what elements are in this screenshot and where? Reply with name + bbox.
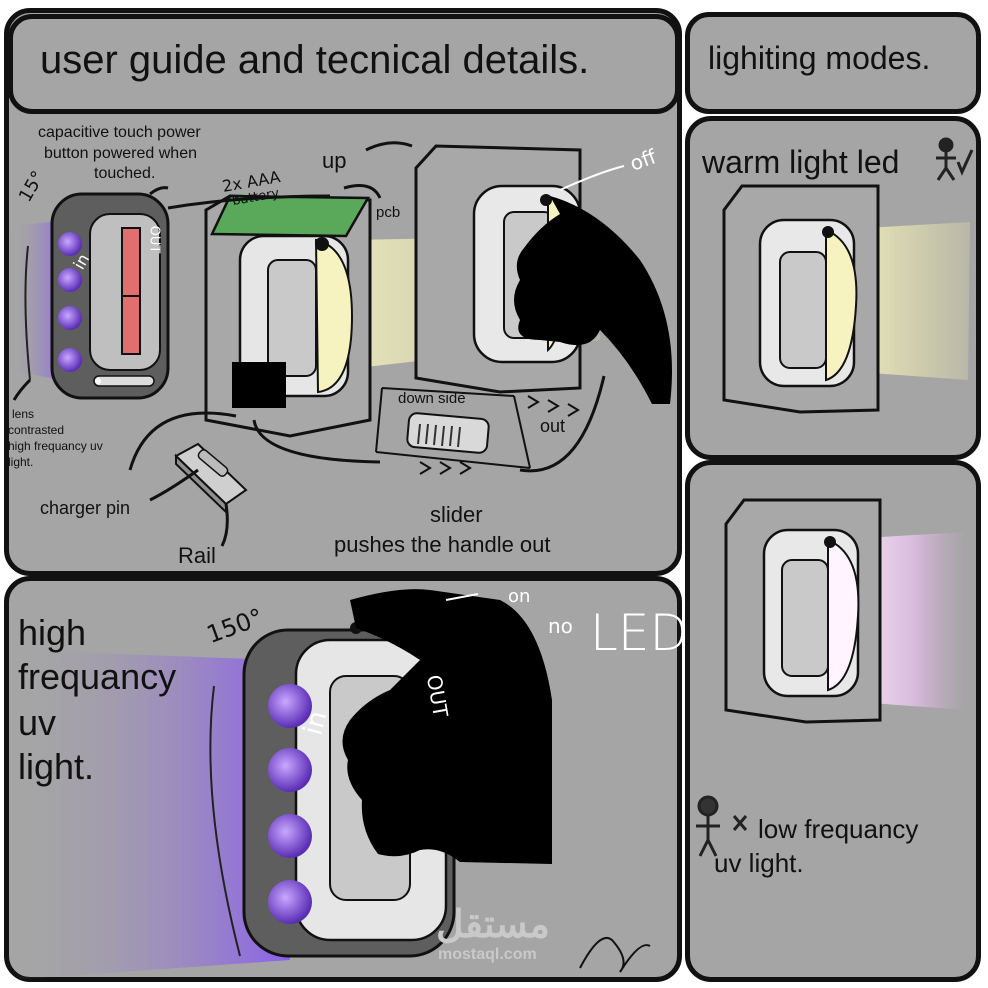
capacitive-label-1: capacitive touch power xyxy=(38,124,201,141)
warm-device xyxy=(722,184,970,414)
on-label: on xyxy=(508,586,531,607)
low-uv-label-2: uv light. xyxy=(714,848,804,878)
led-2 xyxy=(58,268,82,292)
slider-label: slider xyxy=(430,502,483,527)
watermark-latin: mostaql.com xyxy=(438,946,537,963)
slider-module xyxy=(375,387,580,475)
uv-title-4: light. xyxy=(18,746,95,787)
capacitive-label-2: button powered when xyxy=(44,145,197,162)
slider-desc-label: pushes the handle out xyxy=(334,532,551,557)
lens-label-1: lens xyxy=(12,407,35,421)
charger-rail xyxy=(174,442,248,515)
hand-silhouette-top xyxy=(514,196,672,404)
arrows-main xyxy=(128,141,606,547)
uv-device-small xyxy=(10,192,170,401)
main-title-box xyxy=(8,14,680,114)
led-large-1 xyxy=(268,684,312,728)
uv-device-large xyxy=(10,589,552,980)
uv-title-3: uv xyxy=(18,702,57,743)
led-label: LED xyxy=(590,604,688,662)
lens-label-3: high frequancy uv xyxy=(8,439,103,453)
modes-title: lighiting modes. xyxy=(708,40,931,76)
modes-title-box xyxy=(685,12,981,114)
no-label: no xyxy=(548,614,573,638)
watermark-arabic: مستقل xyxy=(436,904,550,946)
out-small-label: OUT xyxy=(146,225,162,254)
up-label: up xyxy=(322,148,347,173)
stick-figure-cross xyxy=(696,795,748,857)
led-3 xyxy=(58,306,82,330)
led-large-4 xyxy=(268,880,312,924)
page-title: user guide and tecnical details. xyxy=(40,38,590,82)
warm-mode-label: warm light led xyxy=(702,144,900,180)
lens-label-2: contrasted xyxy=(8,423,65,437)
warm-device-hand xyxy=(414,144,672,404)
capacitive-label-3: touched. xyxy=(94,165,156,182)
pcb-label: pcb xyxy=(376,204,401,221)
slider-switch xyxy=(121,227,141,355)
led-1 xyxy=(58,232,82,256)
down-side-label: down side xyxy=(398,390,466,407)
led-large-2 xyxy=(268,748,312,792)
led-4 xyxy=(58,348,82,372)
hand-silhouette-large xyxy=(342,589,552,864)
low-uv-label-1: low frequancy xyxy=(758,814,919,844)
led-large-3 xyxy=(268,814,312,858)
signature xyxy=(579,937,651,973)
stick-figure-check xyxy=(936,137,974,181)
out-label: out xyxy=(540,416,566,436)
lens-label-4: light. xyxy=(8,455,34,469)
uv-title-2: frequancy xyxy=(18,656,177,697)
rail-label: Rail xyxy=(178,543,216,568)
uv-title-1: high xyxy=(18,612,87,653)
uv-beam-large xyxy=(10,650,290,980)
charger-pin-label: charger pin xyxy=(40,498,131,518)
low-uv-device xyxy=(724,498,966,724)
